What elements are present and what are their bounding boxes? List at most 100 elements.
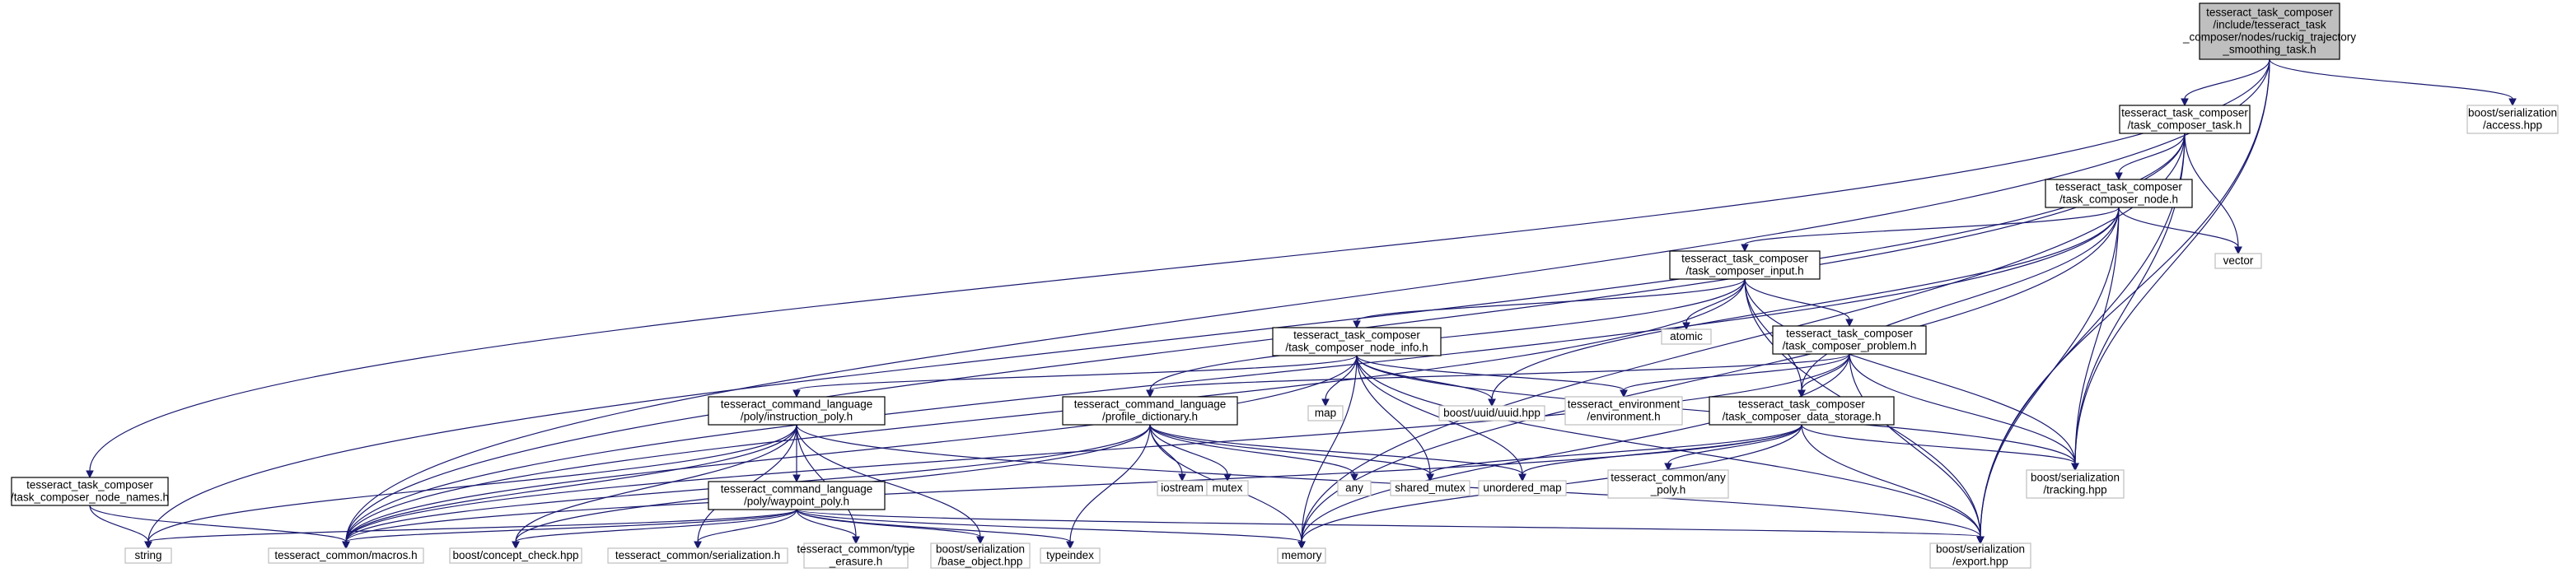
node-label-line: /base_object.hpp bbox=[938, 556, 1023, 568]
node-env: tesseract_environment/environment.h bbox=[1564, 396, 1683, 426]
node-box bbox=[2045, 179, 2193, 208]
node-nodeinfo[interactable]: tesseract_task_composer/task_composer_no… bbox=[1272, 327, 1442, 356]
node-label-line: /task_composer_task.h bbox=[2128, 119, 2242, 132]
node-storage[interactable]: tesseract_task_composer/task_composer_da… bbox=[1709, 396, 1895, 426]
edge-line bbox=[1356, 355, 1625, 391]
edge-line bbox=[1356, 278, 1746, 322]
edge-line bbox=[147, 509, 797, 542]
node-problem[interactable]: tesseract_task_composer/task_composer_pr… bbox=[1772, 325, 1927, 355]
edge-arrowhead bbox=[2508, 98, 2517, 107]
node-names[interactable]: tesseract_task_composer/task_composer_no… bbox=[11, 477, 169, 506]
edge-arrowhead bbox=[2071, 463, 2079, 472]
node-mutex: mutex bbox=[1206, 480, 1249, 496]
node-label-line: shared_mutex bbox=[1395, 482, 1466, 494]
node-label-line: tesseract_environment bbox=[1568, 398, 1681, 411]
edge-node-to-vector bbox=[2118, 207, 2242, 255]
node-box bbox=[1607, 469, 1729, 499]
node-label-line: tesseract_task_composer bbox=[2055, 181, 2182, 193]
edge-arrowhead bbox=[976, 536, 984, 545]
node-iostream: iostream bbox=[1157, 480, 1208, 496]
node-label-line: tesseract_task_composer bbox=[2121, 107, 2248, 119]
edge-arrowhead bbox=[342, 541, 350, 550]
node-label-line: _smoothing_task.h bbox=[2222, 44, 2316, 56]
edge-arrowhead bbox=[1620, 389, 1628, 398]
node-box bbox=[1307, 405, 1344, 421]
edge-line bbox=[1744, 278, 2076, 464]
edge-line bbox=[1325, 355, 1358, 400]
node-label-line: tesseract_task_composer bbox=[26, 479, 153, 491]
node-box bbox=[449, 547, 582, 564]
edge-arrowhead bbox=[1223, 473, 1232, 482]
node-box bbox=[1709, 396, 1895, 426]
edge-line bbox=[345, 424, 797, 542]
node-label-line: tesseract_common/any bbox=[1611, 472, 1726, 484]
node-root[interactable]: tesseract_task_composer/include/tesserac… bbox=[2182, 2, 2356, 60]
edge-line bbox=[89, 505, 149, 542]
edge-arrowhead bbox=[1798, 389, 1806, 398]
node-task[interactable]: tesseract_task_composer/task_composer_ta… bbox=[2119, 105, 2251, 134]
edge-line bbox=[2118, 207, 2239, 248]
node-box bbox=[1772, 325, 1927, 355]
edge-line bbox=[2118, 133, 2186, 174]
node-access: boost/serialization/access.hpp bbox=[2466, 105, 2559, 134]
edge-node-to-uuid bbox=[1488, 207, 2120, 407]
edge-arrowhead bbox=[1664, 463, 1672, 472]
edge-names-to-macros bbox=[89, 505, 350, 550]
edge-line bbox=[1685, 278, 1746, 324]
edge-line bbox=[345, 355, 1358, 542]
node-box bbox=[2466, 105, 2559, 134]
edge-arrowhead bbox=[144, 541, 152, 550]
edge-waypoint-to-export bbox=[796, 509, 1985, 545]
edge-arrowhead bbox=[694, 541, 702, 550]
node-label-line: vector bbox=[2223, 254, 2254, 267]
edge-line bbox=[2184, 58, 2270, 100]
edge-line bbox=[89, 58, 2270, 472]
node-label-line: boost/concept_check.hpp bbox=[452, 549, 578, 561]
edge-line bbox=[796, 509, 1071, 542]
edge-arrowhead bbox=[1426, 473, 1434, 482]
edge-waypoint-to-macros bbox=[342, 509, 797, 550]
edge-waypoint-to-concept bbox=[512, 509, 797, 550]
edge-profile-to-iostream bbox=[1149, 424, 1186, 482]
edge-line bbox=[1429, 424, 1802, 475]
node-node[interactable]: tesseract_task_composer/task_composer_no… bbox=[2045, 179, 2193, 208]
edge-waypoint-to-string bbox=[144, 509, 797, 550]
edge-line bbox=[697, 509, 797, 542]
edge-line bbox=[345, 207, 2120, 542]
edge-line bbox=[1149, 278, 1746, 391]
node-label-line: tesseract_command_language bbox=[721, 398, 873, 411]
node-label-line: /export.hpp bbox=[1952, 556, 2008, 568]
edge-layer bbox=[86, 58, 2517, 550]
node-label-line: tesseract_command_language bbox=[1074, 398, 1227, 411]
edge-arrowhead bbox=[1146, 389, 1154, 398]
edge-arrowhead bbox=[1741, 244, 1749, 253]
edge-line bbox=[1801, 353, 1850, 391]
edge-line bbox=[1491, 207, 2120, 400]
edge-line bbox=[515, 424, 797, 542]
node-shmutex: shared_mutex bbox=[1390, 480, 1470, 496]
edge-line bbox=[796, 424, 1981, 538]
edge-line bbox=[1744, 207, 2120, 245]
node-vector: vector bbox=[2214, 253, 2262, 269]
node-instr[interactable]: tesseract_command_language/poly/instruct… bbox=[708, 396, 886, 426]
edge-line bbox=[1149, 424, 1431, 475]
edge-line bbox=[1801, 424, 1981, 538]
node-label-line: /include/tesseract_task bbox=[2213, 19, 2326, 31]
edge-arrowhead bbox=[1845, 319, 1854, 328]
edge-line bbox=[345, 133, 2186, 542]
edge-input-to-atomic bbox=[1682, 278, 1746, 331]
node-input[interactable]: tesseract_task_composer/task_composer_in… bbox=[1669, 250, 1821, 280]
node-waypoint[interactable]: tesseract_command_language/poly/waypoint… bbox=[708, 481, 886, 510]
node-label-line: iostream bbox=[1161, 482, 1204, 494]
node-string: string bbox=[124, 547, 172, 564]
edge-waypoint-to-serial bbox=[694, 509, 797, 550]
edge-storage-to-anypoly bbox=[1664, 424, 1802, 472]
node-label-line: tesseract_task_composer bbox=[2206, 7, 2333, 19]
edge-root-to-task bbox=[2181, 58, 2270, 107]
node-label-line: tesseract_command_language bbox=[721, 483, 873, 496]
node-profile[interactable]: tesseract_command_language/profile_dicti… bbox=[1062, 396, 1238, 426]
edge-line bbox=[796, 509, 857, 538]
edge-line bbox=[1149, 353, 1850, 391]
node-label-line: boost/serialization bbox=[1936, 543, 2025, 556]
edge-node-to-input bbox=[1741, 207, 2120, 253]
